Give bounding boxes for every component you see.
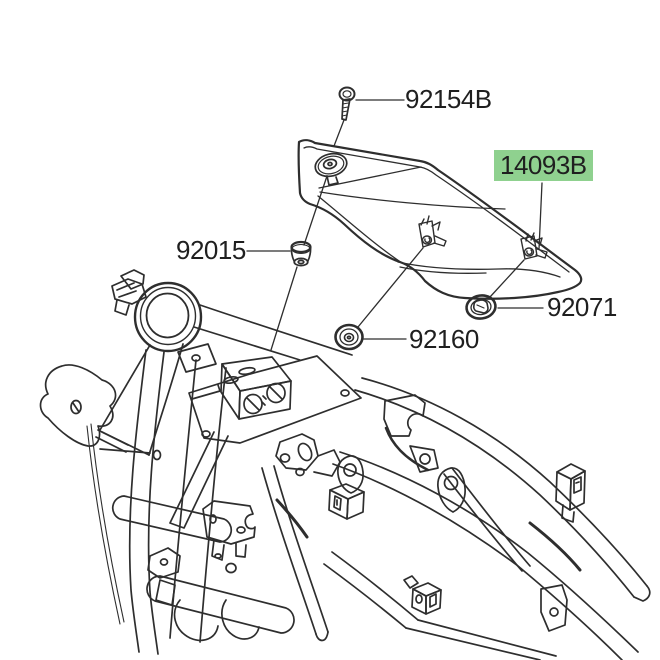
frame-drawing (39, 269, 651, 660)
part-label-14093b-highlighted[interactable]: 14093B (494, 150, 593, 181)
bushing-drawing (290, 240, 312, 267)
cover-clip-icon (520, 232, 548, 260)
screw-drawing (338, 86, 356, 121)
part-label-92071[interactable]: 92071 (547, 292, 617, 322)
side-cover-drawing (297, 139, 583, 300)
leader-lines (246, 99, 544, 351)
grommet-92071-drawing (465, 294, 497, 320)
cover-clip-icon (418, 215, 447, 248)
part-label-92154b[interactable]: 92154B (405, 84, 492, 114)
grommet-92160-drawing (334, 323, 364, 351)
part-label-92160[interactable]: 92160 (409, 324, 479, 354)
part-label-92015[interactable]: 92015 (176, 235, 246, 265)
